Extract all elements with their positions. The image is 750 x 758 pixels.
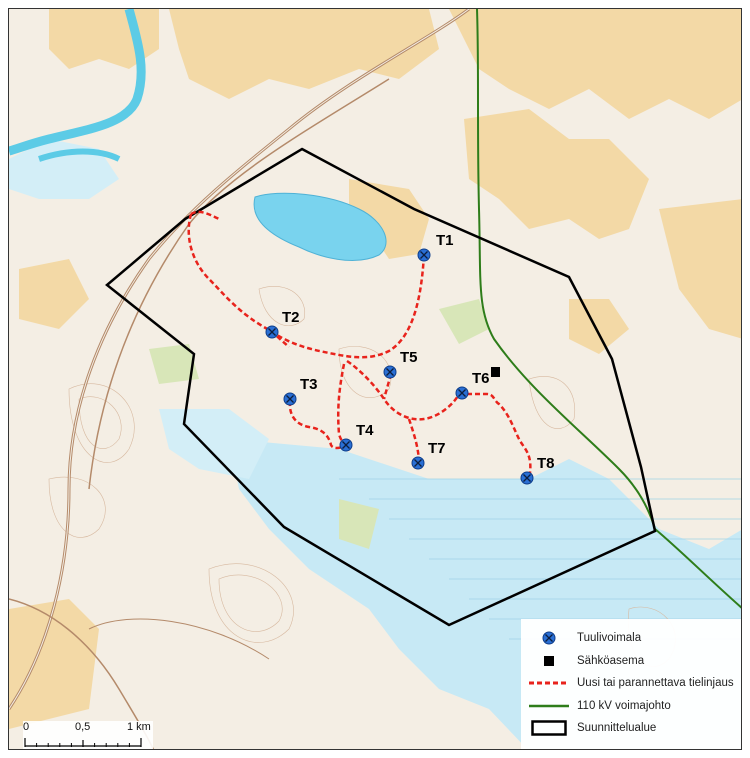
field-area bbox=[9, 599, 99, 729]
field-area bbox=[464, 109, 649, 239]
substation-icon bbox=[491, 367, 500, 377]
legend-item-turbine: Tuulivoimala bbox=[527, 627, 735, 650]
field-area bbox=[569, 299, 629, 354]
scale-bar-graphic bbox=[24, 738, 142, 747]
river bbox=[9, 9, 146, 156]
road-line bbox=[459, 392, 532, 480]
field-area bbox=[349, 179, 429, 259]
turbine-icon bbox=[542, 631, 556, 645]
green-areas bbox=[149, 299, 489, 549]
turbine-label: T3 bbox=[300, 376, 318, 393]
legend-item-substation: Sähköasema bbox=[527, 650, 735, 673]
legend-label: Sähköasema bbox=[577, 654, 645, 667]
legend-label: Tuulivoimala bbox=[577, 632, 642, 645]
road-line-icon bbox=[529, 681, 569, 685]
scale-label: 1 km bbox=[127, 721, 151, 733]
field-area bbox=[19, 259, 89, 329]
power-line bbox=[476, 9, 741, 609]
field-areas bbox=[9, 9, 741, 729]
turbine-label: T2 bbox=[282, 309, 300, 326]
turbine-label: T8 bbox=[537, 455, 555, 472]
turbine-label: T4 bbox=[356, 422, 374, 439]
map-legend: Tuulivoimala Sähköasema Uusi tai paranne… bbox=[521, 619, 741, 749]
legend-item-boundary: Suunnittelualue bbox=[527, 717, 735, 740]
road-line bbox=[187, 213, 426, 359]
turbine-t1: T1 bbox=[417, 232, 454, 262]
turbine-label: T7 bbox=[428, 440, 446, 457]
turbine-t8: T8 bbox=[520, 455, 555, 485]
river bbox=[38, 148, 121, 162]
road-line bbox=[190, 210, 220, 221]
green-area bbox=[149, 344, 199, 384]
turbine-t7: T7 bbox=[411, 440, 446, 470]
legend-item-powerline: 110 kV voimajohto bbox=[527, 695, 735, 718]
legend-item-road: Uusi tai parannettava tielinjaus bbox=[527, 672, 735, 695]
green-area bbox=[339, 499, 379, 549]
planning-area-boundary bbox=[105, 147, 657, 627]
turbine-t2: T2 bbox=[265, 309, 300, 339]
turbine-t6: T6 bbox=[455, 370, 490, 400]
turbine-label: T1 bbox=[436, 232, 454, 249]
turbine-t4: T4 bbox=[339, 422, 374, 452]
road-line bbox=[346, 359, 461, 421]
legend-label: Uusi tai parannettava tielinjaus bbox=[577, 677, 734, 690]
field-area bbox=[169, 9, 439, 99]
legend-label: 110 kV voimajohto bbox=[577, 699, 671, 712]
substation-icon bbox=[544, 655, 554, 666]
scale-bar: 0 0,5 1 km bbox=[23, 721, 153, 749]
power-line-icon bbox=[529, 704, 569, 707]
boundary-box-icon bbox=[531, 720, 567, 736]
scale-label: 0 bbox=[23, 721, 30, 733]
turbine-label: T5 bbox=[400, 349, 418, 366]
lake bbox=[253, 192, 387, 261]
legend-label: Suunnittelualue bbox=[577, 722, 657, 735]
scale-label: 0,5 bbox=[75, 721, 91, 733]
field-area bbox=[659, 199, 741, 339]
green-area bbox=[439, 299, 489, 344]
turbine-t3: T3 bbox=[283, 376, 318, 406]
field-area bbox=[449, 9, 741, 119]
turbine-t5: T5 bbox=[383, 349, 418, 379]
turbine-label: T6 bbox=[472, 370, 490, 387]
road-line bbox=[288, 400, 350, 450]
